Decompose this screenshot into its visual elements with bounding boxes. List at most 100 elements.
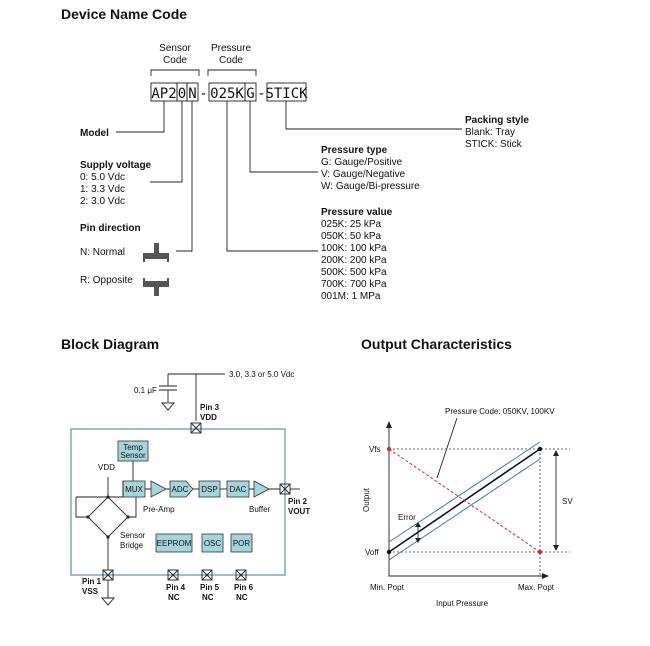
block-diagram-title: Block Diagram [61,336,159,352]
pressure-value-700k: 700K: 700 kPa [321,279,387,290]
cap-ground-icon [161,402,175,411]
pressure-code-bracket [207,69,257,76]
pressure-type-g: G: Gauge/Positive [321,157,403,168]
osc-label: OSC [204,539,222,548]
upper-tolerance-line [388,441,541,543]
dac-label: DAC [230,485,247,494]
code-string: AP2 0 N - 025K G - STICK [150,82,308,102]
pressure-value-100k: 100K: 100 kPa [321,243,387,254]
pin4-label: Pin 4 [166,583,186,592]
pin5-label: Pin 5 [200,583,220,592]
pin1-label: Pin 1 [82,577,102,586]
temp-sensor-label-2: Sensor [120,451,146,460]
packing-leader [285,101,462,130]
pressure-value-025k: 025K: 25 kPa [321,219,381,230]
code-dash-1: - [199,86,207,102]
supply-voltage-2: 2: 3.0 Vdc [80,196,125,207]
pin4-terminal-icon [167,569,179,581]
pressure-type-v: V: Gauge/Negative [321,169,406,180]
por-block [230,533,253,553]
packing-style-label: Packing style [465,115,529,126]
pin-normal: N: Normal [80,247,125,258]
packing-blank: Blank: Tray [465,127,515,138]
por-label: POR [233,539,251,548]
mux-label: MUX [125,485,143,494]
preamp-icon [150,480,167,498]
code-dash-2: - [257,86,265,102]
x-axis-label: Input Pressure [436,599,489,608]
pressure-code-label-1: Pressure [211,43,251,54]
model-label: Model [80,128,109,139]
eeprom-label: EEPROM [157,539,192,548]
min-popt-label: Min. Popt [370,583,405,592]
pin6-terminal-icon [235,569,247,581]
sv-label: SV [562,497,573,506]
pressure-value-050k: 050K: 50 kPa [321,231,381,242]
pressure-type-label: Pressure type [321,145,388,156]
code-pressure: 025K [210,86,244,102]
pin-opposite: R: Opposite [80,275,133,286]
temp-sensor-label-1: Temp [123,443,143,452]
pressure-code-label-2: Code [219,55,243,66]
pin-normal-icon [143,243,169,262]
pressure-type-w: W: Gauge/Bi-pressure [321,181,420,192]
buffer-icon [253,480,270,498]
pressure-value-label: Pressure value [321,207,393,218]
pin5-terminal-icon [201,569,213,581]
vdd-label: VDD [98,463,115,472]
vfs-black-point [537,446,543,452]
code-packing: STICK [265,86,308,102]
supply-voltage-1: 1: 3.3 Vdc [80,184,125,195]
preamp-label: Pre-Amp [143,505,175,514]
pin-opposite-icon [143,278,169,296]
pin2-vout: VOUT [288,507,310,516]
pressure-value-500k: 500K: 500 kPa [321,267,387,278]
lower-tolerance-line [388,458,541,561]
pin4-nc: NC [168,593,180,602]
dsp-label: DSP [201,485,217,494]
cap-label: 0.1 μF [134,386,157,395]
pressure-type-leader [249,101,318,173]
pin1-vss: VSS [82,587,99,596]
output-characteristics-title: Output Characteristics [361,336,512,352]
model-leader [116,101,165,133]
code-ap2: AP2 [151,86,176,102]
sensor-code-bracket [150,69,200,76]
chart-axes [388,425,545,577]
voff-red-point [537,549,543,555]
adc-label: ADC [172,485,189,494]
sensor-code-label-2: Code [163,55,187,66]
adc-block [169,480,194,498]
voff-black-point [386,549,392,555]
code-type: G [246,86,254,102]
capacitor-icon [159,374,177,402]
pin6-nc: NC [236,593,248,602]
vfs-red-point [386,446,392,452]
voltage-leader [150,101,183,183]
x-axis-arrow-icon [542,573,549,579]
pin-direction-label: Pin direction [80,223,141,234]
sensor-code-label-1: Sensor [159,43,191,54]
osc-block [201,533,224,553]
packing-stick: STICK: Stick [465,139,523,150]
pin5-nc: NC [202,593,214,602]
pressure-value-200k: 200K: 200 kPa [321,255,387,266]
sensor-bridge-label-2: Bridge [120,541,144,550]
vfs-label: Vfs [369,445,381,454]
pin-leader [176,101,193,252]
pin2-label: Pin 2 [288,497,308,506]
note-leader [436,417,458,479]
pin3-vdd: VDD [200,413,217,422]
pin3-terminal-icon [190,422,202,434]
inverse-output-line [388,448,541,553]
vss-ground-icon [101,597,115,606]
device-name-code-title: Device Name Code [61,6,187,22]
sensor-bridge-label-1: Sensor [120,531,146,540]
supply-voltage-text: 3.0, 3.3 or 5.0 Vdc [229,370,294,379]
error-arrowheads-icon [415,522,421,543]
sensor-bridge-icon [75,477,137,570]
error-label: Error [398,513,416,522]
supply-voltage-label: Supply voltage [80,160,152,171]
supply-voltage-0: 0: 5.0 Vdc [80,172,125,183]
